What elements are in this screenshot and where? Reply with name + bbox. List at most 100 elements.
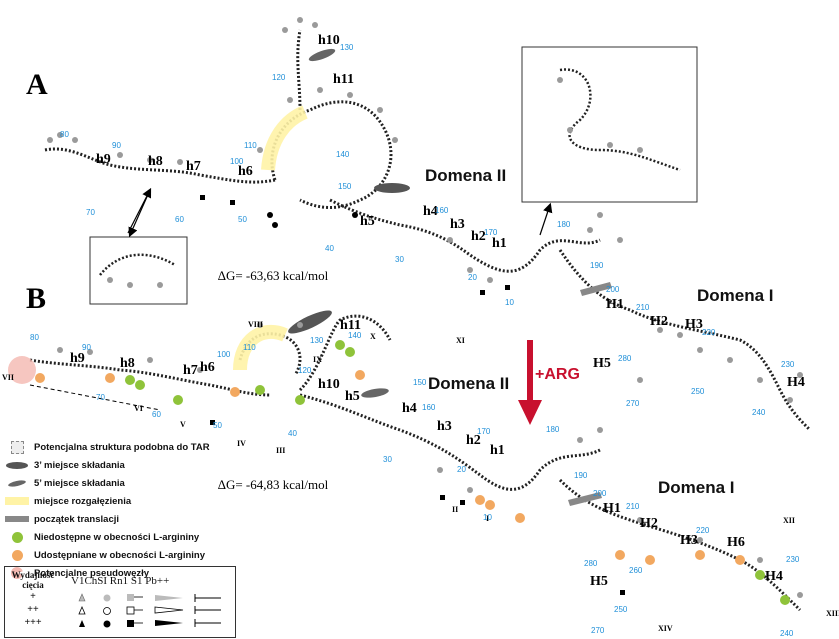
cut-efficiency-heading: Wydajność cięcia <box>11 570 55 590</box>
helix-label-H3-a: H3 <box>685 317 703 332</box>
panel-b-green <box>125 340 790 605</box>
position-label-a-210: 210 <box>636 303 650 312</box>
position-label-a-120: 120 <box>272 73 286 82</box>
position-label-b-280: 280 <box>584 559 598 568</box>
helix-label-H6-b: H6 <box>727 535 745 550</box>
position-label-b-60: 60 <box>152 410 161 419</box>
helix-label-H5-b: H5 <box>590 574 608 589</box>
domain-i-label-a: Domena I <box>697 286 774 305</box>
helix-label-h8-a: h8 <box>148 154 163 169</box>
panel-label-b: B <box>26 282 47 315</box>
helix-label-H2-a: H2 <box>650 314 668 329</box>
position-label-b-130: 130 <box>310 336 324 345</box>
position-label-a-200: 200 <box>606 285 620 294</box>
position-label-b-10: 10 <box>483 513 492 522</box>
position-label-a-170: 170 <box>484 228 498 237</box>
position-label-b-170: 170 <box>477 427 491 436</box>
position-label-b-140: 140 <box>348 331 362 340</box>
legend-item-pseudoknot: Potencjalne pseudowęzły <box>4 564 229 582</box>
domain-ii-label-a: Domena II <box>425 166 507 185</box>
position-label-a-230: 230 <box>781 360 795 369</box>
energy-label-a: ∆G= -63,63 kcal/mol <box>218 268 329 283</box>
position-label-a-110: 110 <box>244 141 257 150</box>
position-label-b-90: 90 <box>82 343 91 352</box>
position-label-a-240: 240 <box>752 408 766 417</box>
position-label-a-160: 160 <box>435 206 449 215</box>
helix-label-H4-a: H4 <box>787 375 805 390</box>
legend-item-tar: Potencjalna struktura podobna do TAR <box>4 438 229 456</box>
helix-label-h6-b: h6 <box>200 360 215 375</box>
helix-label-h2-b: h2 <box>466 433 481 448</box>
position-label-a-30: 30 <box>395 255 404 264</box>
region-label-XIII: XIII <box>826 609 839 618</box>
helix-label-H1-a: H1 <box>606 297 624 312</box>
legend-item-branch: miejsce rozgałęzienia <box>4 492 229 510</box>
legend-item-orange: Udostępniane w obecności L-argininy <box>4 546 229 564</box>
position-label-a-20: 20 <box>468 273 477 282</box>
position-label-b-180: 180 <box>546 425 560 434</box>
panel-a-structure <box>44 29 812 432</box>
helix-label-h4-a: h4 <box>423 204 438 219</box>
domain-i-label-b: Domena I <box>658 478 735 497</box>
translation-start-icon <box>4 512 30 526</box>
pseudoknot-icon <box>4 566 30 580</box>
legend-text: Niedostępne w obecności L-argininy <box>34 531 200 543</box>
position-label-b-120: 120 <box>298 366 312 375</box>
position-label-a-80: 80 <box>60 130 69 139</box>
helix-label-h2-a: h2 <box>471 229 486 244</box>
cut-level-1: + <box>30 591 36 602</box>
position-label-b-160: 160 <box>422 403 436 412</box>
helix-label-h5-a: h5 <box>360 214 375 229</box>
panel-label-a: A <box>26 68 48 101</box>
legend-text: Udostępniane w obecności L-argininy <box>34 549 206 561</box>
energy-label-b: ∆G= -64,83 kcal/mol <box>218 477 329 492</box>
five-prime-fold-icon <box>4 476 30 490</box>
helix-label-h3-b: h3 <box>437 419 452 434</box>
inset-box-upper-right <box>521 46 698 203</box>
position-label-b-270: 270 <box>591 626 605 635</box>
helix-label-H1-b: H1 <box>603 501 621 516</box>
position-label-a-130: 130 <box>340 43 354 52</box>
helix-label-h4-b: h4 <box>402 401 417 416</box>
helix-label-h3-a: h3 <box>450 217 465 232</box>
panel-b-orange <box>35 370 745 565</box>
three-prime-fold-icon <box>4 458 30 472</box>
helix-label-H2-b: H2 <box>640 516 658 531</box>
branch-site-icon <box>4 494 30 508</box>
helix-label-h10-b: h10 <box>318 377 340 392</box>
position-label-b-210: 210 <box>626 502 640 511</box>
helix-label-h9-a: h9 <box>96 152 111 167</box>
region-label-VI: VI <box>134 404 143 413</box>
position-label-b-20: 20 <box>457 465 466 474</box>
position-label-a-100: 100 <box>230 157 244 166</box>
legend-item-green: Niedostępne w obecności L-argininy <box>4 528 229 546</box>
helix-label-h9-b: h9 <box>70 351 85 366</box>
helix-label-h11-a: h11 <box>333 72 354 87</box>
cut-columns: V1ChSI Rn1 S1 Pb++ <box>71 575 170 587</box>
position-label-b-100: 100 <box>217 350 231 359</box>
panel-a-markers <box>47 17 803 403</box>
helix-label-H4-b: H4 <box>765 569 783 584</box>
helix-label-h1-a: h1 <box>492 236 507 251</box>
legend-text: miejsce rozgałęzienia <box>34 495 132 507</box>
translation-start-a <box>580 282 612 296</box>
position-label-a-280: 280 <box>618 354 632 363</box>
region-label-VII: VII <box>2 373 14 382</box>
position-label-b-70: 70 <box>96 393 105 402</box>
legend: Potencjalna struktura podobna do TAR 3’ … <box>4 438 229 582</box>
position-label-a-250: 250 <box>691 387 705 396</box>
helix-label-h6-a: h6 <box>238 164 253 179</box>
region-label-III: III <box>276 446 285 455</box>
position-label-a-60: 60 <box>175 215 184 224</box>
position-label-a-180: 180 <box>557 220 571 229</box>
three-prime-site-a <box>374 183 410 193</box>
position-label-b-200: 200 <box>593 489 607 498</box>
position-label-a-90: 90 <box>112 141 121 150</box>
panel-a-black-markers <box>200 195 510 295</box>
region-label-V: V <box>180 420 186 429</box>
cut-level-2: ++ <box>27 604 39 615</box>
position-label-a-10: 10 <box>505 298 514 307</box>
position-label-a-40: 40 <box>325 244 334 253</box>
helix-label-h5-b: h5 <box>345 389 360 404</box>
region-label-XIV: XIV <box>658 624 673 633</box>
